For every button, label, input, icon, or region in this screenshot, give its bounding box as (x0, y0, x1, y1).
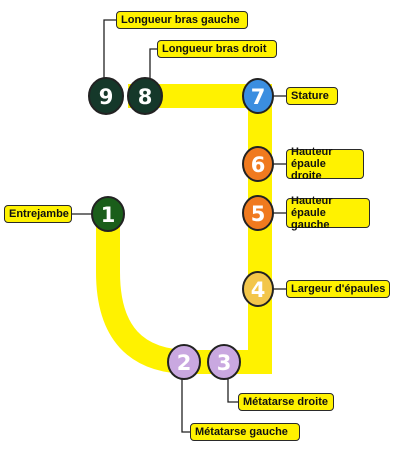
node-7-number: 7 (251, 85, 266, 109)
node-9-number: 9 (99, 85, 114, 109)
label-6-line-2: épaule droite (291, 158, 326, 182)
connector-lines (72, 19, 286, 433)
label-4-line-1: Largeur d'épaules (291, 283, 386, 295)
connector-3 (227, 378, 238, 403)
label-largeur-epaules: Largeur d'épaules (286, 280, 390, 298)
node-5-number: 5 (251, 202, 266, 226)
node-3-number: 3 (217, 351, 232, 375)
label-metatarse-droite: Métatarse droite (238, 393, 334, 411)
label-stature: Stature (286, 87, 338, 105)
label-longueur-bras-gauche: Longueur bras gauche (116, 11, 248, 29)
label-2-line-1: Métatarse gauche (195, 426, 288, 438)
node-3: 3 (207, 344, 241, 380)
node-6: 6 (242, 146, 274, 182)
connector-9 (103, 19, 116, 80)
connector-8 (149, 48, 157, 80)
label-7-line-1: Stature (291, 90, 329, 102)
label-9-line-1: Longueur bras gauche (121, 14, 240, 26)
node-9: 9 (88, 77, 124, 115)
label-hauteur-epaule-droite: Hauteur épaule droite (286, 146, 364, 182)
label-longueur-bras-droit: Longueur bras droit (157, 40, 277, 58)
label-6-line-1: Hauteur (291, 146, 333, 158)
node-2: 2 (167, 344, 201, 380)
node-1-number: 1 (101, 203, 116, 227)
node-8: 8 (127, 77, 163, 115)
label-5-line-1: Hauteur (291, 195, 333, 207)
connector-2 (181, 378, 190, 433)
node-1: 1 (91, 196, 125, 232)
node-5: 5 (242, 195, 274, 231)
node-8-number: 8 (138, 85, 153, 109)
label-8-line-1: Longueur bras droit (162, 43, 267, 55)
node-6-number: 6 (251, 153, 266, 177)
node-4-number: 4 (251, 278, 266, 302)
label-metatarse-gauche: Métatarse gauche (190, 423, 300, 441)
label-3-line-1: Métatarse droite (243, 396, 328, 408)
label-entrejambe: Entrejambe (4, 205, 72, 223)
node-4: 4 (242, 271, 274, 307)
label-1-line-1: Entrejambe (9, 208, 69, 220)
label-hauteur-epaule-gauche: Hauteur épaule gauche (286, 195, 370, 231)
label-5-line-2: épaule gauche (291, 207, 330, 231)
node-7: 7 (242, 78, 274, 114)
node-2-number: 2 (177, 351, 192, 375)
track-path (96, 84, 272, 374)
